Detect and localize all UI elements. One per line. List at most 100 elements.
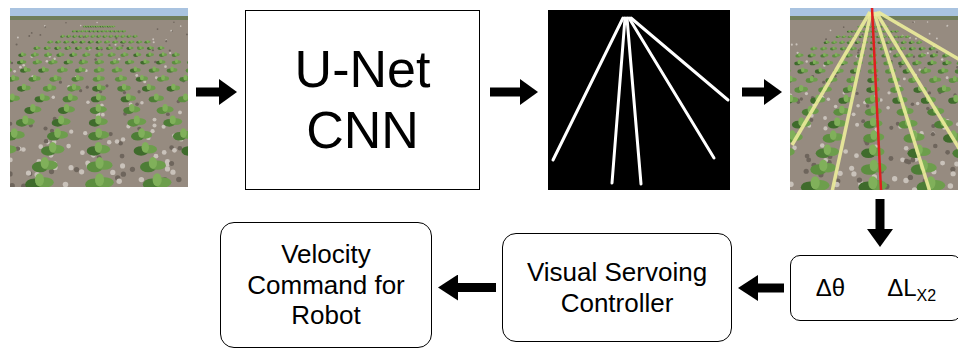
plant-leaf	[98, 46, 100, 49]
stone	[805, 154, 810, 159]
plant-leaf	[80, 35, 82, 37]
plant-leaf	[72, 84, 76, 90]
stone	[947, 25, 949, 27]
plant-leaf	[140, 75, 144, 80]
plant-leaf	[59, 52, 62, 56]
plant-leaf	[86, 25, 87, 27]
plant-leaf	[140, 47, 145, 50]
plant-leaf	[77, 30, 78, 32]
plant-leaf	[95, 142, 102, 153]
plant-leaf	[892, 30, 893, 32]
plant-leaf	[880, 26, 882, 28]
plant-leaf	[895, 31, 898, 33]
plant-leaf	[30, 104, 35, 112]
plant-leaf	[95, 157, 103, 169]
plant-leaf	[10, 60, 11, 63]
stone	[931, 132, 935, 136]
stone	[26, 170, 31, 175]
stone	[130, 167, 135, 172]
plant-leaf	[66, 36, 69, 38]
stone	[889, 126, 893, 130]
plant-leaf	[92, 26, 94, 28]
plant-leaf	[861, 36, 864, 38]
plant-leaf	[126, 93, 131, 100]
plant-leaf	[40, 93, 45, 100]
stone	[945, 150, 950, 155]
stone	[173, 21, 175, 23]
stone	[946, 76, 949, 79]
plant-leaf	[933, 76, 937, 81]
plant-leaf	[10, 68, 12, 72]
plant-leaf	[159, 59, 162, 63]
plant-leaf	[833, 40, 835, 43]
stone	[66, 144, 71, 149]
plant-leaf	[91, 25, 92, 27]
stone	[170, 30, 172, 32]
plant-leaf	[953, 95, 958, 102]
plant-leaf	[152, 67, 155, 72]
stone	[152, 123, 156, 127]
plant-leaf	[921, 46, 923, 49]
plant-leaf	[96, 36, 99, 38]
stone	[908, 175, 913, 180]
arrow-head	[764, 79, 782, 105]
plant-leaf	[97, 67, 100, 72]
stone	[910, 158, 915, 163]
plant-leaf	[94, 25, 95, 27]
plant-leaf	[160, 47, 165, 50]
plant-leaf	[849, 36, 852, 38]
center-line	[872, 8, 881, 190]
plant-leaf	[861, 35, 863, 37]
plant-leaf	[103, 30, 106, 32]
stone	[21, 147, 26, 152]
plant-leaf	[78, 30, 81, 32]
stone	[139, 177, 144, 182]
plant-leaf	[830, 130, 837, 140]
plant-leaf	[106, 25, 107, 27]
plant-leaf	[915, 60, 918, 64]
plant-leaf	[110, 25, 111, 27]
plant-leaf	[801, 67, 804, 72]
plant-leaf	[113, 26, 115, 27]
plant-leaf	[924, 67, 927, 72]
plant-leaf	[87, 26, 89, 28]
plant-leaf	[843, 36, 846, 38]
arrow-head	[219, 79, 237, 105]
plant-leaf	[122, 31, 125, 33]
plant-leaf	[64, 104, 69, 112]
stone	[17, 36, 19, 38]
stone	[80, 25, 82, 27]
plant-leaf	[100, 26, 102, 28]
plant-leaf	[96, 25, 97, 27]
stone	[857, 51, 859, 53]
stone	[121, 137, 125, 141]
stone	[140, 101, 144, 105]
plant-leaf	[126, 36, 129, 38]
plant-leaf	[857, 41, 861, 43]
crop-row-line	[631, 18, 728, 100]
plant-leaf	[871, 106, 876, 114]
plant-leaf	[851, 76, 855, 81]
plant-leaf	[82, 30, 85, 32]
plant-leaf	[921, 47, 926, 50]
plant-leaf	[110, 52, 113, 56]
stone	[790, 182, 794, 187]
plant-leaf	[92, 35, 94, 37]
plant-leaf	[870, 160, 878, 172]
plant-leaf	[118, 46, 120, 49]
stone	[899, 65, 902, 68]
plant-leaf	[90, 41, 94, 43]
stone	[110, 170, 115, 175]
plant-leaf	[47, 84, 51, 90]
plant-leaf	[61, 67, 64, 72]
soil	[10, 8, 188, 187]
plant-leaf	[832, 46, 834, 49]
plant-leaf	[899, 36, 902, 38]
plant-leaf	[46, 47, 51, 50]
crop-row-line	[878, 12, 958, 60]
plant-leaf	[870, 25, 871, 27]
stone	[946, 25, 948, 27]
stone	[927, 21, 929, 23]
plant-leaf	[90, 30, 93, 32]
